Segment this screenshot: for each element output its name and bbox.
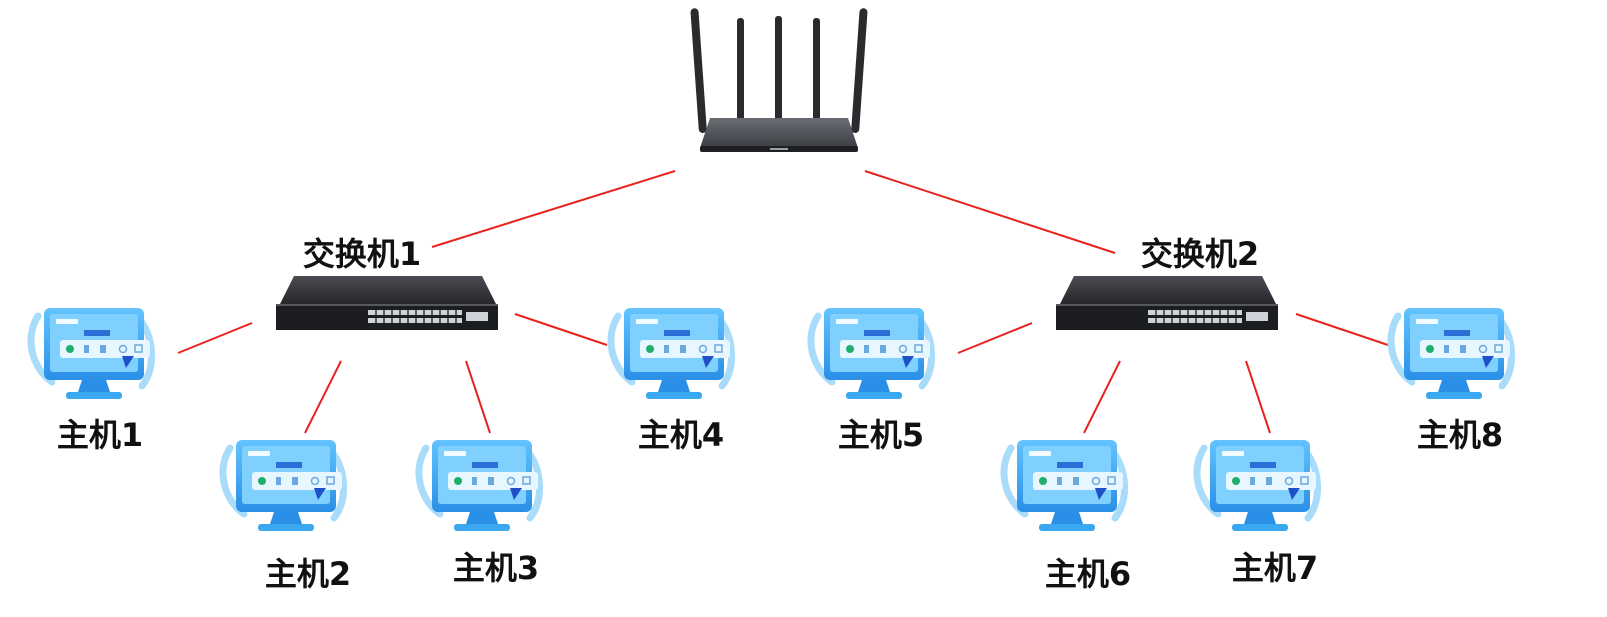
host-6-label: 主机6 [1044,555,1132,593]
computer-monitor-icon [1004,440,1125,531]
link-switch2-host5 [957,322,1033,354]
network-switch-icon [275,275,499,331]
host-3 [419,440,540,531]
host-7-label: 主机7 [1231,549,1319,587]
switch-1 [275,275,499,331]
host-8-label: 主机8 [1416,416,1504,454]
computer-monitor-icon [611,308,732,399]
wifi-router-icon [690,8,868,152]
switch-2-label: 交换机2 [1140,235,1260,273]
computer-monitor-icon [1391,308,1512,399]
network-switch-icon [1055,275,1279,331]
computer-monitor-icon [811,308,932,399]
switch-1-label: 交换机1 [302,235,422,273]
host-2 [223,440,344,531]
host-5-label: 主机5 [837,416,925,454]
host-4 [611,308,732,399]
link-switch2-host6 [1083,360,1121,434]
host-1-label: 主机1 [56,416,144,454]
host-2-label: 主机2 [264,555,352,593]
host-7 [1197,440,1318,531]
switch-2 [1055,275,1279,331]
host-6 [1004,440,1125,531]
host-8 [1391,308,1512,399]
host-1 [31,308,152,399]
link-switch1-host1 [177,322,253,354]
link-router-switch1 [431,170,676,248]
link-switch1-host2 [304,360,342,434]
link-router-switch2 [864,170,1116,254]
link-switch2-host8 [1295,313,1389,346]
computer-monitor-icon [419,440,540,531]
host-3-label: 主机3 [452,549,540,587]
computer-monitor-icon [31,308,152,399]
link-switch1-host3 [465,360,491,434]
link-switch1-host4 [514,313,608,346]
connection-lines [177,170,1389,434]
host-5 [811,308,932,399]
computer-monitor-icon [223,440,344,531]
host-4-label: 主机4 [637,416,725,454]
link-switch2-host7 [1245,360,1271,434]
computer-monitor-icon [1197,440,1318,531]
